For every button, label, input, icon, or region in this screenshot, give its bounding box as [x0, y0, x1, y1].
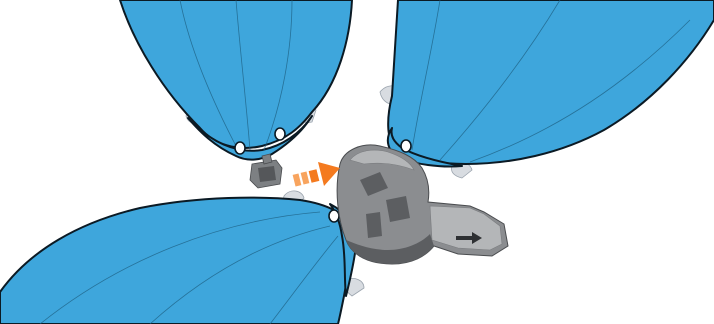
- blade-bolt-hole: [275, 128, 285, 140]
- blade-surface: [120, 0, 352, 148]
- blade-bolt-hole: [235, 142, 245, 154]
- blade-top-left: [120, 0, 352, 160]
- insertion-arrow: [293, 162, 340, 187]
- hub-slot: [386, 196, 410, 222]
- blade-bottom: [0, 191, 364, 324]
- blade-bolt-hole: [401, 140, 411, 152]
- blade-bolt-hole: [329, 210, 339, 222]
- hub-slot: [366, 212, 382, 238]
- blade-top-right: [380, 0, 714, 178]
- blade-surface: [0, 198, 350, 324]
- blade-surface: [388, 0, 714, 164]
